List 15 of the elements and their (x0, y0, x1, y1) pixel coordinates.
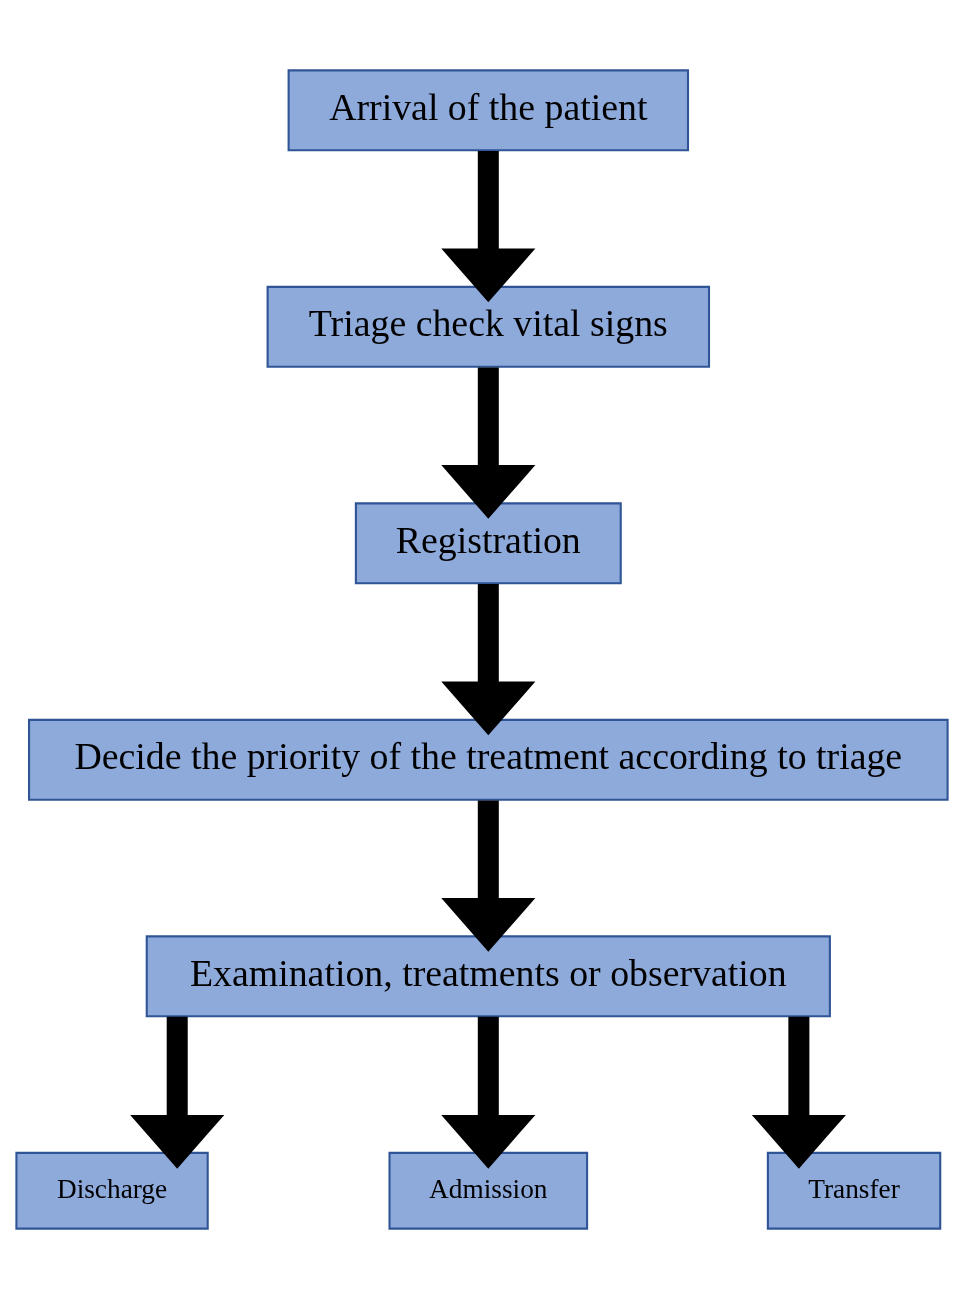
node-box: Arrival of the patient (287, 69, 690, 152)
node-box: Decide the priority of the treatment according to triage (28, 718, 949, 801)
arrow (441, 151, 536, 303)
node-box: Examination, treatments or observation (145, 935, 831, 1018)
arrow (130, 1016, 225, 1169)
node-box: Admission (388, 1151, 589, 1230)
arrow (441, 584, 536, 736)
arrow (441, 1016, 536, 1169)
node-box: Transfer (766, 1151, 942, 1230)
node-box: Discharge (15, 1151, 209, 1230)
arrow (441, 800, 536, 952)
arrow (441, 367, 536, 519)
node-box: Triage check vital signs (266, 285, 711, 368)
arrow (751, 1016, 846, 1169)
node-box: Registration (354, 502, 622, 585)
